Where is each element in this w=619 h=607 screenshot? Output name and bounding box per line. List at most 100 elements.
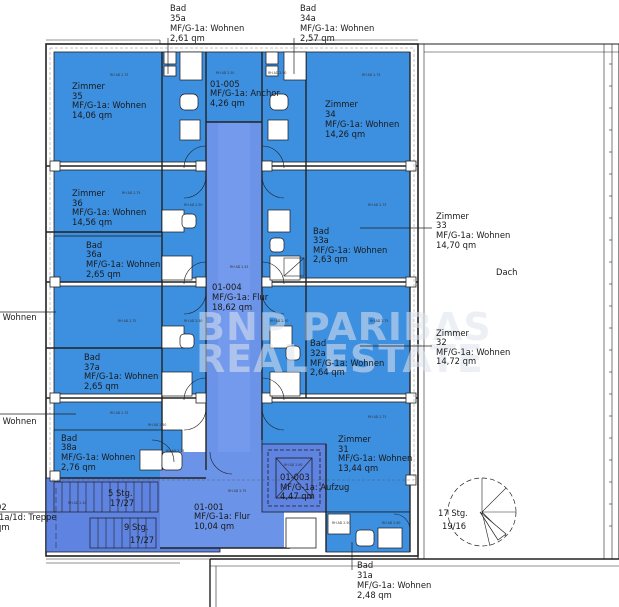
svg-text:MF/G-1a: Wohnen: MF/G-1a: Wohnen <box>436 347 510 357</box>
svg-text:10,04 qm: 10,04 qm <box>194 521 234 531</box>
svg-text:Zimmer: Zimmer <box>72 188 106 198</box>
room-label-west-upper: a: Wohnen <box>0 312 37 322</box>
elevator-shaft <box>267 449 321 507</box>
svg-text:MF/G-1a: Wohnen: MF/G-1a: Wohnen <box>61 452 135 462</box>
svg-text:32: 32 <box>436 337 447 347</box>
svg-text:2,65 qm: 2,65 qm <box>84 381 119 391</box>
svg-text:-1a/1d: Treppe: -1a/1d: Treppe <box>0 512 57 522</box>
svg-text:19/16: 19/16 <box>442 521 466 531</box>
svg-text:34a: 34a <box>300 13 316 23</box>
svg-text:BNP PARIBAS: BNP PARIBAS <box>196 305 492 349</box>
room-label-treppe-west: 02 -1a/1d: Treppe qm <box>0 502 57 532</box>
stairs-int-labels: 5 Stg. 17/27 9 Stg. 17/27 <box>108 488 154 545</box>
svg-text:MF/G-1a: Wohnen: MF/G-1a: Wohnen <box>436 230 510 240</box>
svg-text:MF/G-1a: Wohnen: MF/G-1a: Wohnen <box>338 453 412 463</box>
svg-text:RH AD 2.43: RH AD 2.43 <box>230 265 248 269</box>
svg-text:14,72 qm: 14,72 qm <box>436 356 476 366</box>
room-label-flur-01-001: 01-001 MF/G-1a: Flur 10,04 qm <box>194 502 251 531</box>
roof-area <box>46 43 619 607</box>
svg-text:Zimmer: Zimmer <box>436 211 470 221</box>
svg-text:MF/G-1a: Wohnen: MF/G-1a: Wohnen <box>310 358 384 368</box>
svg-text:a: Wohnen: a: Wohnen <box>0 416 37 426</box>
room-label-bad-34a: Bad 34a MF/G-1a: Wohnen 2,57 qm <box>300 3 374 43</box>
svg-text:02: 02 <box>0 502 7 512</box>
svg-text:9 Stg.: 9 Stg. <box>124 522 149 532</box>
svg-text:MF/G-1a: Wohnen: MF/G-1a: Wohnen <box>72 207 146 217</box>
room-label-bad-35a: Bad 35a MF/G-1a: Wohnen 2,61 qm <box>170 3 244 43</box>
room-label-bad-32a: Bad 32a MF/G-1a: Wohnen 2,64 qm <box>310 338 384 377</box>
svg-text:2,76 qm: 2,76 qm <box>61 462 96 472</box>
svg-text:Bad: Bad <box>84 352 100 362</box>
room-label-aufzug-01-003: 01-003 MF/G-1a: Aufzug 4,47 qm <box>280 472 349 501</box>
room-label-zimmer-34: Zimmer 34 MF/G-1a: Wohnen 14,26 qm <box>325 99 399 139</box>
room-label-bad-31a: Bad 31a MF/G-1a: Wohnen 2,48 qm <box>357 560 431 600</box>
svg-text:14,06 qm: 14,06 qm <box>72 110 112 120</box>
svg-text:REAL ESTATE: REAL ESTATE <box>196 337 484 381</box>
svg-text:01-004: 01-004 <box>212 282 242 292</box>
svg-text:RH AD 2.50: RH AD 2.50 <box>216 71 234 75</box>
svg-text:RH AD 2.75: RH AD 2.75 <box>118 319 136 323</box>
svg-text:RH AD 2.50: RH AD 2.50 <box>184 203 202 207</box>
svg-text:14,56 qm: 14,56 qm <box>72 217 112 227</box>
svg-text:36: 36 <box>72 198 83 208</box>
svg-text:2,57 qm: 2,57 qm <box>300 33 335 43</box>
svg-text:RH AD 2.50: RH AD 2.50 <box>268 71 286 75</box>
svg-text:Zimmer: Zimmer <box>436 328 470 338</box>
svg-text:2,64 qm: 2,64 qm <box>310 367 345 377</box>
room-west-upper <box>53 285 163 395</box>
roof-label: Dach <box>496 267 518 277</box>
door-swings <box>151 145 411 531</box>
svg-text:RH AD 2.50: RH AD 2.50 <box>270 319 288 323</box>
room-label-zimmer-35: Zimmer 35 MF/G-1a: Wohnen 14,06 qm <box>72 81 146 120</box>
svg-text:35a: 35a <box>170 13 186 23</box>
svg-text:2,63 qm: 2,63 qm <box>313 254 348 264</box>
svg-text:Zimmer: Zimmer <box>72 81 106 91</box>
room-bad-36a <box>53 235 163 283</box>
svg-text:38a: 38a <box>61 442 77 452</box>
svg-text:MF/G-1a: Wohnen: MF/G-1a: Wohnen <box>313 245 387 255</box>
svg-text:17 Stg.: 17 Stg. <box>438 508 468 518</box>
svg-text:13,44 qm: 13,44 qm <box>338 463 378 473</box>
room-label-zimmer-36: Zimmer 36 MF/G-1a: Wohnen 14,56 qm <box>72 188 146 227</box>
svg-text:Bad: Bad <box>310 338 326 348</box>
svg-text:14,26 qm: 14,26 qm <box>325 129 365 139</box>
svg-text:RH AD 2.75: RH AD 2.75 <box>368 415 386 419</box>
svg-text:MF/G-1a: Wohnen: MF/G-1a: Wohnen <box>84 371 158 381</box>
svg-text:qm: qm <box>0 522 9 532</box>
svg-text:Zimmer: Zimmer <box>338 434 372 444</box>
svg-text:RH AD 2.60: RH AD 2.60 <box>382 521 400 525</box>
svg-text:RH AD 2.50: RH AD 2.50 <box>184 319 202 323</box>
svg-text:33a: 33a <box>313 235 329 245</box>
external-spiral-stairs <box>447 477 517 547</box>
height-tags: RH AD 2.75 RH AD 2.50 RH AD 2.50 RH AD 2… <box>68 71 400 525</box>
svg-text:33: 33 <box>436 220 447 230</box>
svg-text:Bad: Bad <box>313 226 329 236</box>
svg-text:MF/G-1a: Wohnen: MF/G-1a: Wohnen <box>170 23 244 33</box>
svg-text:MF/G-1a: Wohnen: MF/G-1a: Wohnen <box>300 23 374 33</box>
svg-text:RH AD 2.75: RH AD 2.75 <box>110 411 128 415</box>
room-zimmer-35 <box>53 51 163 163</box>
svg-text:35: 35 <box>72 91 83 101</box>
svg-text:31: 31 <box>338 444 349 454</box>
svg-text:MF/G-1a: Wohnen: MF/G-1a: Wohnen <box>72 100 146 110</box>
svg-text:MF/G-1a: Anchor: MF/G-1a: Anchor <box>210 88 280 98</box>
svg-text:01-003: 01-003 <box>280 472 310 482</box>
svg-text:RH AD 2.75: RH AD 2.75 <box>362 73 380 77</box>
room-label-zimmer-31: Zimmer 31 MF/G-1a: Wohnen 13,44 qm <box>338 434 412 473</box>
svg-text:RH AD 2.75: RH AD 2.75 <box>370 319 388 323</box>
svg-text:RH AD 2.75: RH AD 2.75 <box>368 203 386 207</box>
svg-text:4,47 qm: 4,47 qm <box>280 491 315 501</box>
room-label-zimmer-32: Zimmer 32 MF/G-1a: Wohnen 14,72 qm <box>436 328 510 366</box>
room-zimmer-34 <box>305 51 411 163</box>
svg-text:5 Stg.: 5 Stg. <box>108 488 133 498</box>
room-label-west-lower: a: Wohnen <box>0 416 37 426</box>
svg-text:Bad: Bad <box>170 3 186 13</box>
svg-text:a: Wohnen: a: Wohnen <box>0 312 37 322</box>
svg-text:32a: 32a <box>310 348 326 358</box>
svg-text:Bad: Bad <box>357 560 373 570</box>
svg-text:01-005: 01-005 <box>210 79 240 89</box>
room-label-zimmer-33: Zimmer 33 MF/G-1a: Wohnen 14,70 qm <box>436 211 510 250</box>
internal-stairs <box>53 481 159 549</box>
room-label-bad-36a: Bad 36a MF/G-1a: Wohnen 2,65 qm <box>86 240 160 279</box>
